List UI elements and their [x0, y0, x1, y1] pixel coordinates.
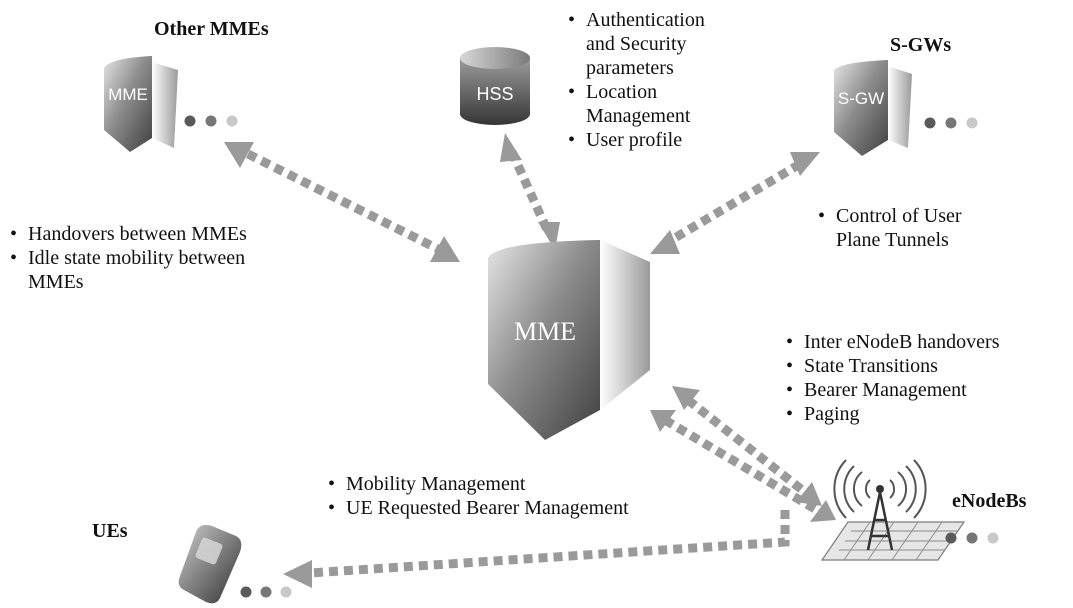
enodeb-function-item: Bearer Management [784, 378, 1070, 402]
enodeb-function-item: Paging [784, 402, 1070, 426]
center-mme-shape: MME [488, 240, 650, 440]
center-mme-label: MME [514, 317, 576, 346]
enodeb-functions-list: Inter eNodeB handovers State Transitions… [784, 330, 1070, 426]
arrowhead-mme-from-enodeb-a [672, 386, 700, 410]
sgw-label: S-GW [838, 89, 884, 108]
arrow-othermme-mme [245, 149, 443, 255]
heading-s-gws: S-GWs [890, 34, 952, 56]
heading-ues: UEs [92, 520, 128, 542]
heading-enodebs: eNodeBs [952, 490, 1027, 512]
phone-icon [178, 524, 242, 604]
arrow-enodeb-mme-a [685, 396, 809, 497]
arrowhead-mme-from-enodeb-b [650, 410, 676, 432]
enodeb-function-item: Inter eNodeB handovers [784, 330, 1070, 354]
arrowhead-othermme [224, 142, 254, 168]
ue-function-item: UE Requested Bearer Management [326, 496, 746, 520]
arrow-enodeb-mme-b [662, 416, 823, 516]
other-mme-shape: MME [104, 56, 178, 152]
enodeb-function-item: State Transitions [784, 354, 1070, 378]
arrowheads [224, 133, 836, 588]
arrow-hss-mme [507, 150, 553, 234]
hss-function-item: User profile [566, 128, 786, 152]
hss-shape: HSS [460, 47, 530, 125]
arrowhead-enodeb-b [810, 500, 836, 522]
dots-other-mmes [184, 115, 238, 127]
hss-label: HSS [476, 84, 513, 104]
ue-functions-list: Mobility Management UE Requested Bearer … [326, 472, 746, 520]
arrowhead-ue [283, 560, 312, 588]
arrowhead-hss [500, 133, 522, 162]
arrow-enodeb-ue [309, 510, 790, 578]
dots-enodebs [945, 532, 999, 544]
other-mme-label: MME [108, 85, 148, 104]
other-mmes-functions-list: Handovers between MMEs Idle state mobili… [8, 222, 348, 294]
arrow-sgw-mme [665, 160, 803, 246]
arrows [245, 149, 823, 578]
dots-sgws [924, 117, 978, 129]
arrowhead-enodeb-a [796, 482, 822, 506]
arrowhead-mme-from-sgw [650, 230, 680, 254]
other-mmes-function-item: Handovers between MMEs [8, 222, 348, 246]
arrowhead-sgw [790, 152, 820, 176]
sgw-shape: S-GW [834, 60, 912, 156]
enodeb-antenna-icon [820, 459, 966, 561]
dots-ues [240, 586, 292, 598]
arrowhead-mme-from-othermme [430, 236, 460, 262]
heading-other-mmes: Other MMEs [154, 18, 269, 40]
ue-function-item: Mobility Management [326, 472, 746, 496]
